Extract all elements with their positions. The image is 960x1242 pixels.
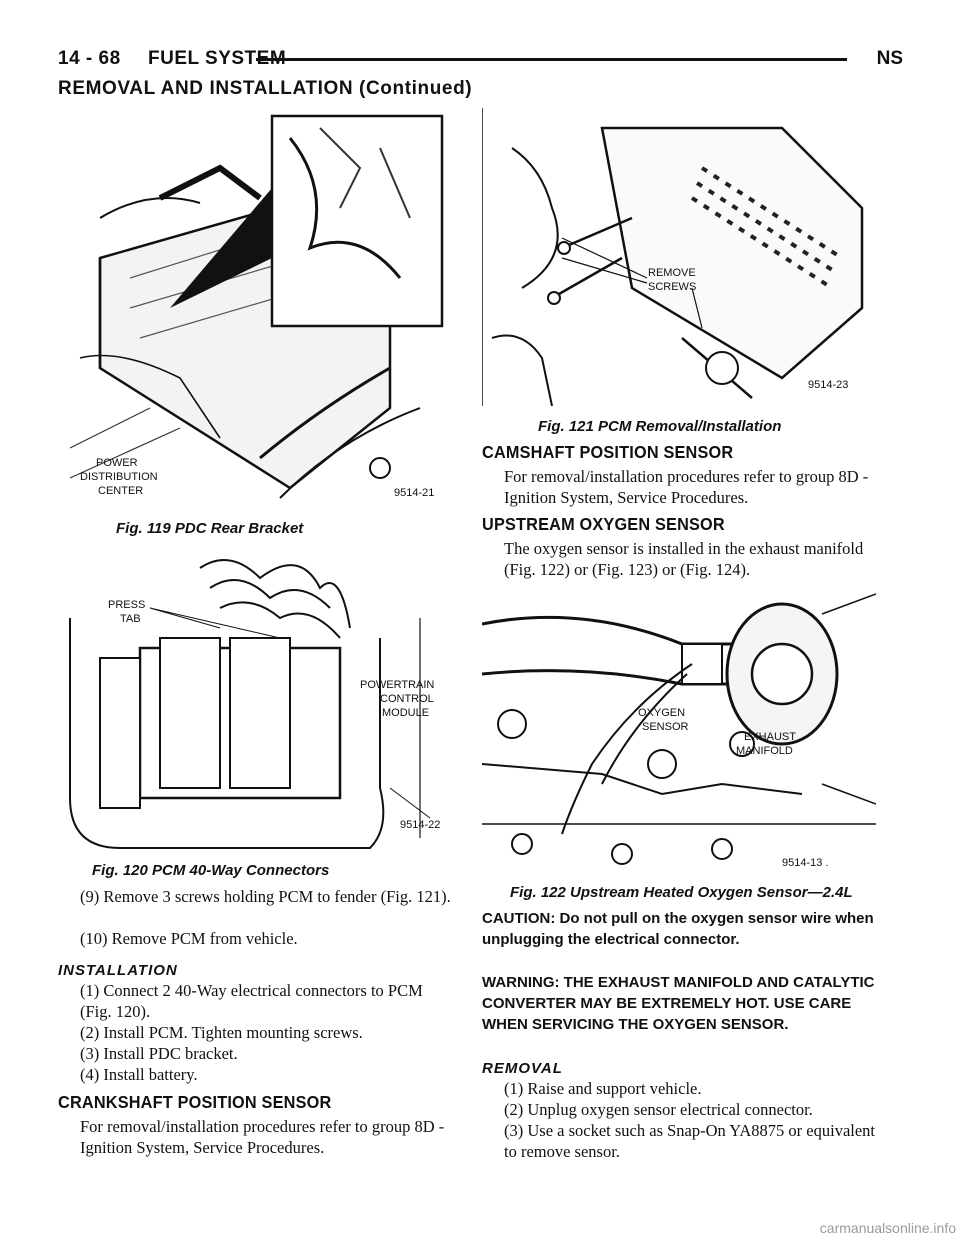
label-power: POWER xyxy=(96,457,138,469)
camshaft-heading: CAMSHAFT POSITION SENSOR xyxy=(482,442,734,462)
step-9-text: (9) Remove 3 screws holding PCM to fende… xyxy=(80,887,451,906)
section-title: FUEL SYSTEM xyxy=(148,48,287,69)
figure-120: PRESS TAB POWERTRAIN CONTROL MODULE 9514… xyxy=(60,548,454,850)
figure-121-caption: Fig. 121 PCM Removal/Installation xyxy=(538,418,782,435)
figure-120-caption: Fig. 120 PCM 40-Way Connectors xyxy=(92,862,330,879)
label-oxygen: OXYGEN xyxy=(638,707,685,719)
label-remove: REMOVE xyxy=(648,267,696,279)
installation-steps: (1) Connect 2 40-Way electrical connecto… xyxy=(58,980,454,1085)
removal-step-2: (2) Unplug oxygen sensor electrical conn… xyxy=(504,1100,813,1119)
label-manifold: MANIFOLD xyxy=(736,745,793,757)
step-10-text: (10) Remove PCM from vehicle. xyxy=(80,929,298,948)
label-module: MODULE xyxy=(382,707,429,719)
installation-heading: INSTALLATION xyxy=(58,962,178,979)
step-10: (10) Remove PCM from vehicle. xyxy=(58,928,454,949)
pcm-connectors-illustration: PRESS TAB POWERTRAIN CONTROL MODULE 9514… xyxy=(60,548,454,850)
label-powertrain: POWERTRAIN xyxy=(360,679,434,691)
removal-steps: (1) Raise and support vehicle. (2) Unplu… xyxy=(482,1078,878,1162)
camshaft-text-body: For removal/installation procedures refe… xyxy=(504,467,869,507)
figure-122-caption: Fig. 122 Upstream Heated Oxygen Sensor—2… xyxy=(510,884,853,901)
figure-122: OXYGEN SENSOR EXHAUST MANIFOLD 9514-13 . xyxy=(482,584,876,874)
oxygen-sensor-illustration: OXYGEN SENSOR EXHAUST MANIFOLD 9514-13 . xyxy=(482,584,876,874)
removal-step-1: (1) Raise and support vehicle. xyxy=(504,1079,702,1098)
removal-heading: REMOVAL xyxy=(482,1060,563,1077)
watermark: carmanualsonline.info xyxy=(819,1220,956,1236)
header-rule xyxy=(256,58,847,61)
warning-note: WARNING: THE EXHAUST MANIFOLD AND CATALY… xyxy=(482,974,875,1033)
label-center: CENTER xyxy=(98,485,143,497)
crankshaft-heading: CRANKSHAFT POSITION SENSOR xyxy=(58,1092,332,1112)
removal-step-3: (3) Use a socket such as Snap-On YA8875 … xyxy=(504,1121,876,1161)
install-step-4: (4) Install battery. xyxy=(80,1065,198,1084)
model-code: NS xyxy=(876,48,903,69)
oxygen-text-body: The oxygen sensor is installed in the ex… xyxy=(504,539,864,579)
figure-id: 9514-23 xyxy=(808,379,848,391)
oxygen-heading: UPSTREAM OXYGEN SENSOR xyxy=(482,514,725,534)
label-tab: TAB xyxy=(120,613,141,625)
install-step-1: (1) Connect 2 40-Way electrical connecto… xyxy=(80,981,423,1021)
label-screws: SCREWS xyxy=(648,281,696,293)
caution-note: CAUTION: Do not pull on the oxygen senso… xyxy=(482,910,874,948)
install-step-3: (3) Install PDC bracket. xyxy=(80,1044,238,1063)
figure-id: 9514-13 . xyxy=(782,857,828,869)
figure-119: POWER DISTRIBUTION CENTER 9514-21 xyxy=(60,108,454,512)
crankshaft-text-body: For removal/installation procedures refe… xyxy=(80,1117,445,1157)
step-9: (9) Remove 3 screws holding PCM to fende… xyxy=(58,886,454,907)
pdc-rear-bracket-illustration: POWER DISTRIBUTION CENTER 9514-21 xyxy=(60,108,454,512)
label-exhaust: EXHAUST xyxy=(744,731,796,743)
label-sensor: SENSOR xyxy=(642,721,689,733)
figure-id: 9514-22 xyxy=(400,819,440,831)
crankshaft-text: For removal/installation procedures refe… xyxy=(58,1116,454,1158)
label-press: PRESS xyxy=(108,599,145,611)
label-distribution: DISTRIBUTION xyxy=(80,471,158,483)
oxygen-text: The oxygen sensor is installed in the ex… xyxy=(482,538,878,580)
label-control: CONTROL xyxy=(380,693,434,705)
pcm-removal-illustration: REMOVE SCREWS 9514-23 xyxy=(482,108,876,406)
camshaft-text: For removal/installation procedures refe… xyxy=(482,466,878,508)
install-step-2: (2) Install PCM. Tighten mounting screws… xyxy=(80,1023,363,1042)
page-number: 14 - 68 xyxy=(58,48,121,69)
figure-id: 9514-21 xyxy=(394,487,434,499)
page-header: 14 - 68 FUEL SYSTEM NS xyxy=(58,46,903,72)
continued-heading: REMOVAL AND INSTALLATION (Continued) xyxy=(58,78,473,99)
figure-121: REMOVE SCREWS 9514-23 xyxy=(482,108,876,406)
figure-119-caption: Fig. 119 PDC Rear Bracket xyxy=(116,520,304,537)
